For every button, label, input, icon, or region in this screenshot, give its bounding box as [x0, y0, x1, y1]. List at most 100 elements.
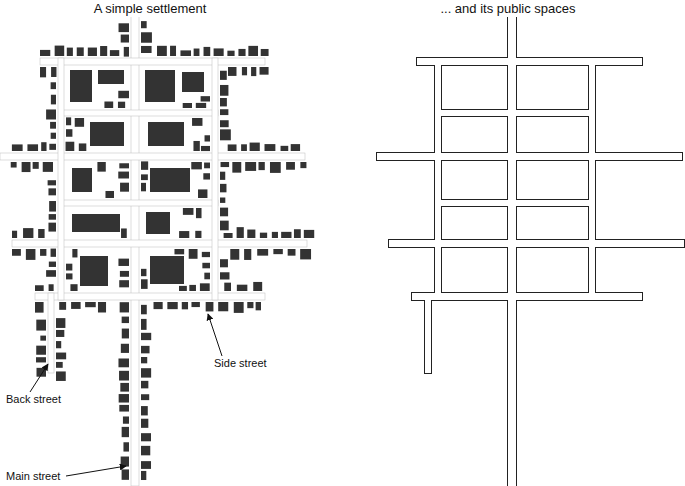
- building: [261, 49, 269, 56]
- building: [200, 283, 210, 291]
- public-space: [508, 14, 516, 486]
- street: [48, 293, 54, 373]
- building: [56, 330, 64, 337]
- building: [281, 232, 291, 238]
- building: [141, 333, 151, 340]
- public-space-outline: [437, 110, 595, 116]
- building: [56, 341, 61, 348]
- building: [119, 163, 129, 168]
- building: [55, 46, 65, 56]
- building: [121, 457, 129, 467]
- building: [227, 51, 234, 56]
- street: [35, 293, 265, 300]
- building: [66, 264, 72, 271]
- building: [182, 302, 188, 309]
- building: [300, 162, 306, 168]
- building: [141, 433, 151, 441]
- building: [189, 285, 196, 291]
- building: [72, 168, 92, 192]
- building: [250, 143, 260, 151]
- callout-label: Main street: [4, 470, 62, 483]
- building: [72, 249, 77, 257]
- building: [48, 180, 56, 185]
- building: [198, 189, 207, 198]
- building: [170, 46, 176, 56]
- leader-line: [66, 466, 126, 476]
- building: [141, 346, 150, 353]
- building: [141, 279, 148, 289]
- building: [220, 85, 228, 96]
- building: [12, 144, 23, 151]
- building: [141, 419, 148, 428]
- building: [88, 48, 97, 56]
- public-space-outline: [425, 293, 431, 373]
- building: [148, 122, 184, 146]
- building: [224, 283, 231, 291]
- public-space-outline: [417, 58, 642, 65]
- building: [120, 383, 129, 392]
- building: [121, 228, 127, 238]
- building: [141, 368, 151, 377]
- leader-line: [30, 364, 48, 392]
- public-space: [389, 240, 684, 247]
- building: [272, 232, 278, 238]
- building: [141, 161, 148, 169]
- building: [98, 302, 106, 312]
- building: [270, 162, 281, 173]
- building: [245, 162, 256, 171]
- building: [141, 461, 151, 469]
- building: [41, 142, 46, 151]
- building: [118, 259, 129, 266]
- building: [180, 50, 191, 56]
- building: [238, 49, 245, 56]
- building: [247, 230, 255, 238]
- building: [56, 353, 66, 360]
- public-space: [435, 58, 441, 300]
- building: [100, 46, 107, 56]
- building: [228, 67, 236, 76]
- building: [206, 302, 214, 311]
- panel-title: ... and its public spaces: [438, 1, 577, 17]
- building: [141, 269, 146, 276]
- building: [141, 32, 152, 42]
- building: [141, 394, 149, 400]
- building: [122, 469, 129, 479]
- street: [131, 14, 139, 486]
- building: [118, 172, 129, 179]
- building: [121, 344, 129, 353]
- building: [141, 446, 150, 455]
- building: [174, 249, 184, 254]
- building: [104, 102, 113, 108]
- building: [118, 358, 129, 367]
- building: [46, 270, 56, 277]
- building: [237, 285, 248, 291]
- building: [36, 320, 46, 331]
- building: [123, 416, 129, 423]
- building: [49, 144, 56, 150]
- building: [182, 72, 204, 92]
- building: [66, 142, 75, 151]
- building: [220, 109, 228, 115]
- public-space-outline: [389, 240, 684, 247]
- building: [66, 273, 72, 279]
- building: [119, 371, 129, 381]
- public-space-map: [377, 14, 684, 486]
- street: [12, 240, 307, 247]
- building: [56, 318, 65, 328]
- public-space-outline: [412, 293, 642, 300]
- building: [232, 162, 241, 173]
- public-space-outline: [435, 58, 441, 300]
- building: [141, 183, 146, 191]
- building: [36, 346, 46, 355]
- public-space: [437, 200, 595, 206]
- building: [154, 302, 163, 309]
- building: [122, 317, 129, 323]
- building: [220, 98, 227, 106]
- building: [51, 95, 56, 105]
- building: [204, 163, 210, 169]
- building: [141, 319, 147, 330]
- callout-label: Back street: [4, 393, 63, 406]
- building: [27, 144, 38, 151]
- building: [49, 262, 56, 267]
